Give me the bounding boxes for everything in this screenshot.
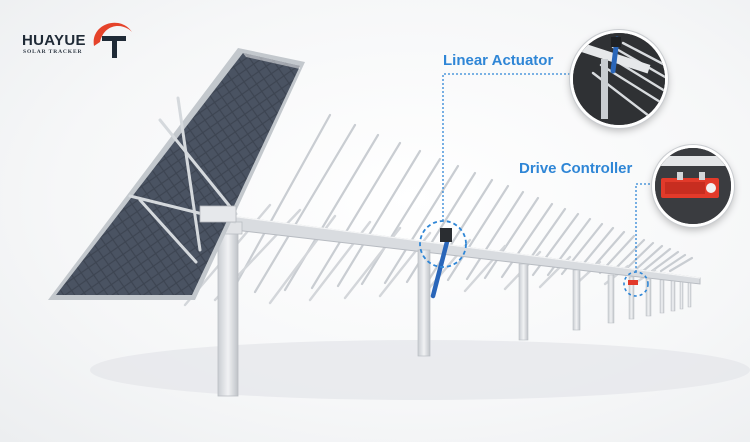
swoosh-t-logo-icon xyxy=(93,22,132,58)
controller-detail-image xyxy=(655,148,731,224)
drive-controller-label: Drive Controller xyxy=(519,160,633,177)
brand-tagline: SOLAR TRACKER xyxy=(23,49,83,55)
linear-actuator-label: Linear Actuator xyxy=(443,52,554,69)
linear-actuator xyxy=(430,228,452,299)
brand-logo: HUAYUE SOLAR TRACKER xyxy=(22,16,132,62)
actuator-detail-zoom xyxy=(570,30,668,128)
solar-panel xyxy=(48,48,305,300)
drive-controller xyxy=(628,280,638,285)
ground-shadow xyxy=(90,340,750,400)
brand-name: HUAYUE xyxy=(22,32,86,49)
controller-detail-zoom xyxy=(652,145,734,227)
callout-leader-lines xyxy=(442,73,654,272)
support-posts xyxy=(213,221,692,397)
actuator-detail-image xyxy=(573,33,665,125)
front-bracket xyxy=(199,205,237,223)
